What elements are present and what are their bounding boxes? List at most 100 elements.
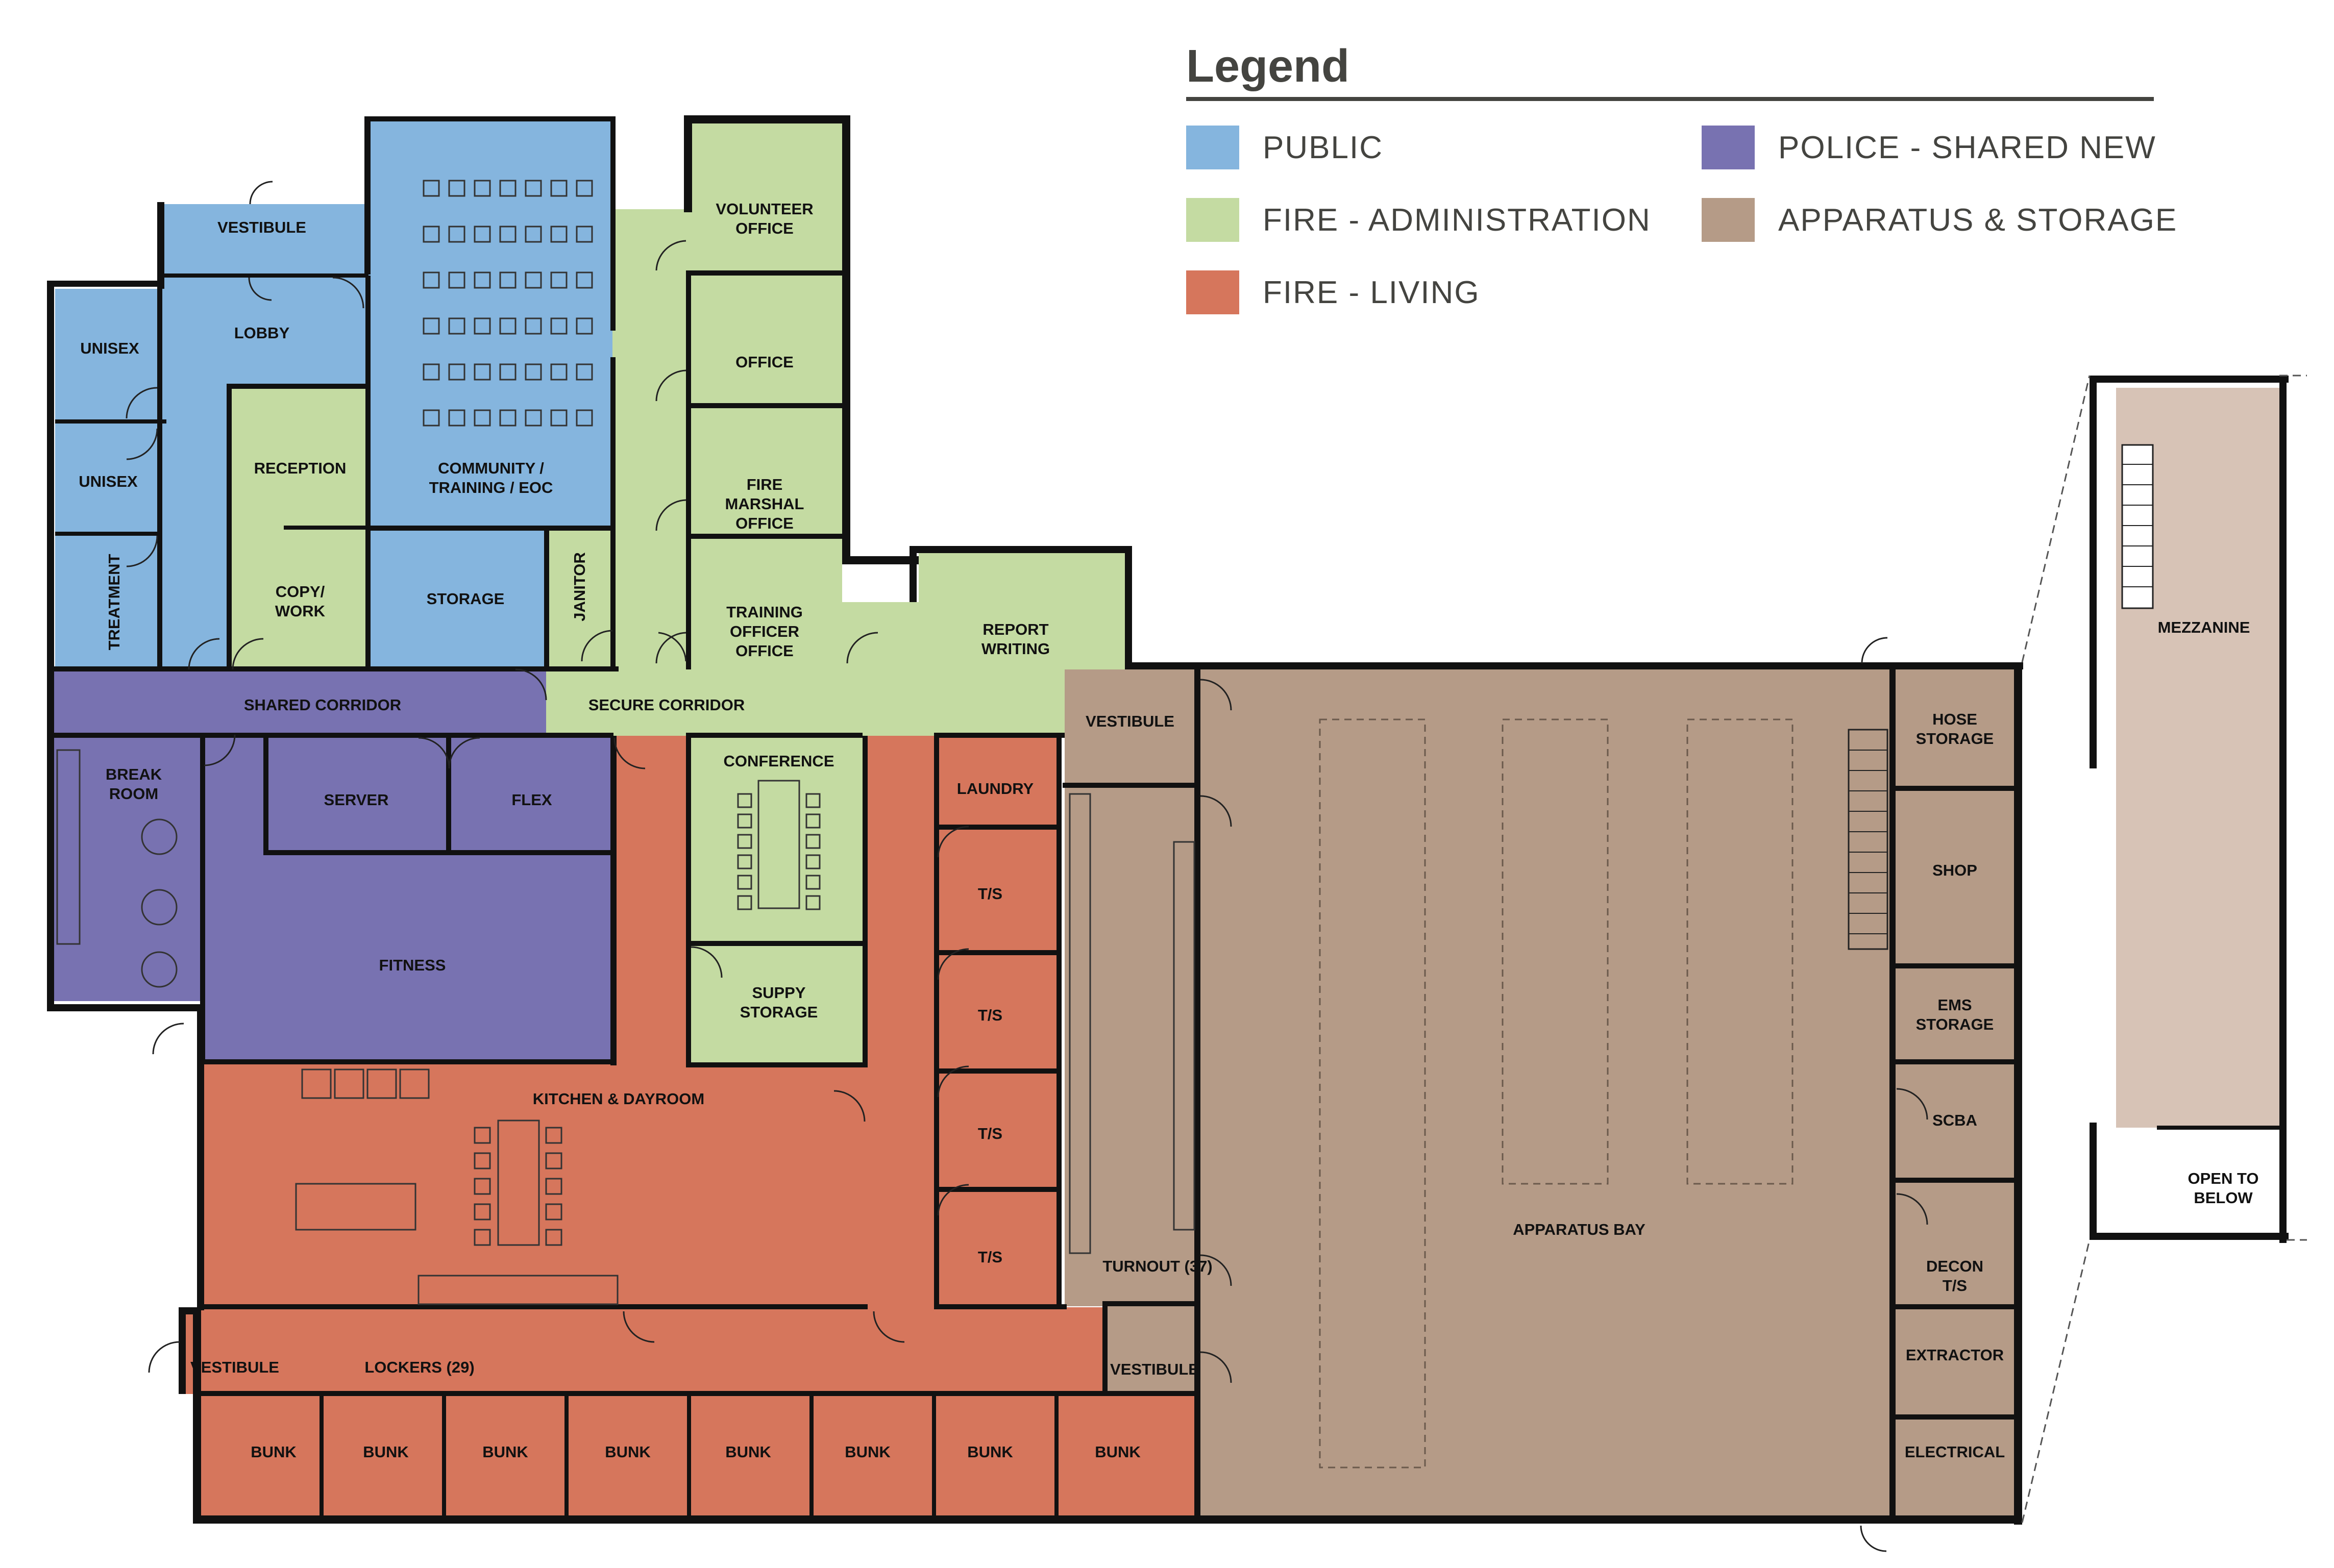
- police-zone: [47, 669, 611, 1062]
- vestibule-east-room: [1102, 1306, 1198, 1394]
- label-extractor: EXTRACTOR: [1906, 1346, 2004, 1364]
- label-fire-marshal-3: OFFICE: [735, 514, 794, 532]
- label-electrical: ELECTRICAL: [1905, 1443, 2005, 1461]
- legend-swatch-apparatus: [1702, 198, 1755, 242]
- label-suppy-storage-2: STORAGE: [740, 1003, 818, 1021]
- mezzanine-top: [2159, 388, 2279, 1128]
- legend-swatch-fire-living: [1186, 270, 1239, 314]
- label-bunk-8: BUNK: [1095, 1443, 1141, 1461]
- label-break-room-1: BREAK: [106, 765, 162, 783]
- doors: [126, 181, 1928, 1552]
- unisex-room-2: [55, 419, 159, 532]
- walls: [47, 115, 2289, 1525]
- admin-corridor: [612, 209, 688, 669]
- label-volunteer-office-1: VOLUNTEER: [716, 200, 813, 218]
- label-ems-storage-1: EMS: [1937, 996, 1972, 1014]
- label-shop: SHOP: [1932, 861, 1977, 879]
- turnout-room: [1065, 786, 1198, 1306]
- label-janitor: JANITOR: [571, 552, 588, 621]
- label-open-to-below-1: OPEN TO: [2188, 1169, 2259, 1187]
- label-treatment: TREATMENT: [105, 554, 123, 651]
- report-writing-alcove: [919, 551, 1128, 602]
- label-apparatus-bay: APPARATUS BAY: [1513, 1221, 1645, 1238]
- label-mezzanine: MEZZANINE: [2158, 618, 2250, 636]
- ts-rooms: [936, 828, 1058, 1307]
- lockers-corridor: [179, 1307, 1102, 1394]
- legend-label-apparatus: APPARATUS & STORAGE: [1778, 203, 2177, 238]
- conference-room: [688, 736, 865, 944]
- label-turnout: TURNOUT (37): [1102, 1257, 1212, 1275]
- label-bunk-1: BUNK: [251, 1443, 297, 1461]
- label-bunk-5: BUNK: [725, 1443, 771, 1461]
- unisex-room-1: [55, 289, 159, 419]
- label-training-officer-3: OFFICE: [735, 642, 794, 660]
- shared-corridor: [47, 669, 546, 736]
- training-officer-room: [688, 537, 842, 669]
- community-chairs: [423, 180, 593, 427]
- label-fire-marshal-2: MARSHAL: [725, 495, 804, 513]
- label-bunk-6: BUNK: [845, 1443, 891, 1461]
- label-office: OFFICE: [735, 353, 794, 371]
- label-suppy-storage-1: SUPPY: [752, 984, 805, 1002]
- label-ems-storage-2: STORAGE: [1916, 1015, 1994, 1033]
- legend-label-public: PUBLIC: [1263, 130, 1383, 165]
- label-server: SERVER: [324, 791, 389, 809]
- label-report-writing-1: REPORT: [982, 620, 1048, 638]
- label-bunk-2: BUNK: [363, 1443, 409, 1461]
- laundry-room: [936, 736, 1058, 828]
- label-report-writing-2: WRITING: [981, 640, 1050, 658]
- break-room-tables: [56, 749, 178, 988]
- mezzanine-projection-lines: [2021, 375, 2307, 1523]
- furniture: [56, 180, 1195, 1305]
- label-vestibule-east: VESTIBULE: [1110, 1360, 1199, 1378]
- label-secure-corridor: SECURE CORRIDOR: [588, 696, 745, 714]
- janitor-room: [546, 529, 612, 669]
- legend-swatch-fire-admin: [1186, 198, 1239, 242]
- secure-corridor: [546, 669, 1065, 736]
- living-corridor-east: [865, 736, 936, 1323]
- label-ts-2: T/S: [978, 1006, 1002, 1024]
- living-corridor: [612, 736, 688, 1062]
- label-copy-work-2: WORK: [275, 602, 326, 620]
- label-lockers: LOCKERS (29): [364, 1358, 474, 1376]
- label-reception: RECEPTION: [254, 459, 347, 477]
- conference-table: [737, 780, 821, 910]
- legend-underline: [1186, 97, 2154, 101]
- stairs: [1848, 444, 2154, 950]
- turnout-lockers: [1069, 793, 1195, 1254]
- label-training-officer-2: OFFICER: [730, 623, 799, 640]
- support-rooms: [1893, 669, 2020, 1523]
- legend-label-fire-living: FIRE - LIVING: [1263, 275, 1480, 310]
- label-storage: STORAGE: [427, 590, 505, 608]
- label-lobby: LOBBY: [234, 324, 290, 342]
- fitness-room: [204, 736, 611, 1062]
- label-ts-4: T/S: [978, 1248, 1002, 1266]
- legend-swatch-public: [1186, 126, 1239, 169]
- volunteer-office-room: [688, 122, 842, 273]
- break-room: [51, 736, 200, 1001]
- label-vestibule-bay: VESTIBULE: [1086, 712, 1174, 730]
- fire-living-zone: [179, 736, 1199, 1522]
- label-ts-3: T/S: [978, 1125, 1002, 1142]
- label-vestibule-west: VESTIBULE: [190, 1358, 279, 1376]
- label-bunk-7: BUNK: [967, 1443, 1013, 1461]
- label-community-2: TRAINING / EOC: [429, 479, 553, 496]
- label-unisex-2: UNISEX: [79, 472, 138, 490]
- label-kitchen: KITCHEN & DAYROOM: [533, 1090, 704, 1108]
- label-ts-1: T/S: [978, 885, 1002, 903]
- label-laundry: LAUNDRY: [957, 780, 1034, 798]
- apparatus-parking-outlines: [1319, 718, 1794, 1469]
- office-room: [688, 273, 842, 406]
- label-volunteer-office-2: OFFICE: [735, 219, 794, 237]
- label-open-to-below-2: BELOW: [2194, 1189, 2253, 1207]
- label-flex: FLEX: [511, 791, 552, 809]
- room-labels: VESTIBULE LOBBY UNISEX UNISEX TREATMENT …: [79, 200, 2258, 1461]
- legend: Legend PUBLIC FIRE - ADMINISTRATION FIRE…: [1186, 41, 2177, 314]
- report-writing-room: [842, 602, 1128, 669]
- storage-room: [367, 529, 546, 669]
- legend-title: Legend: [1186, 41, 1349, 92]
- legend-swatch-police: [1702, 126, 1755, 169]
- legend-label-police: POLICE - SHARED NEW: [1778, 130, 2156, 165]
- apparatus-zone: [1065, 388, 2279, 1523]
